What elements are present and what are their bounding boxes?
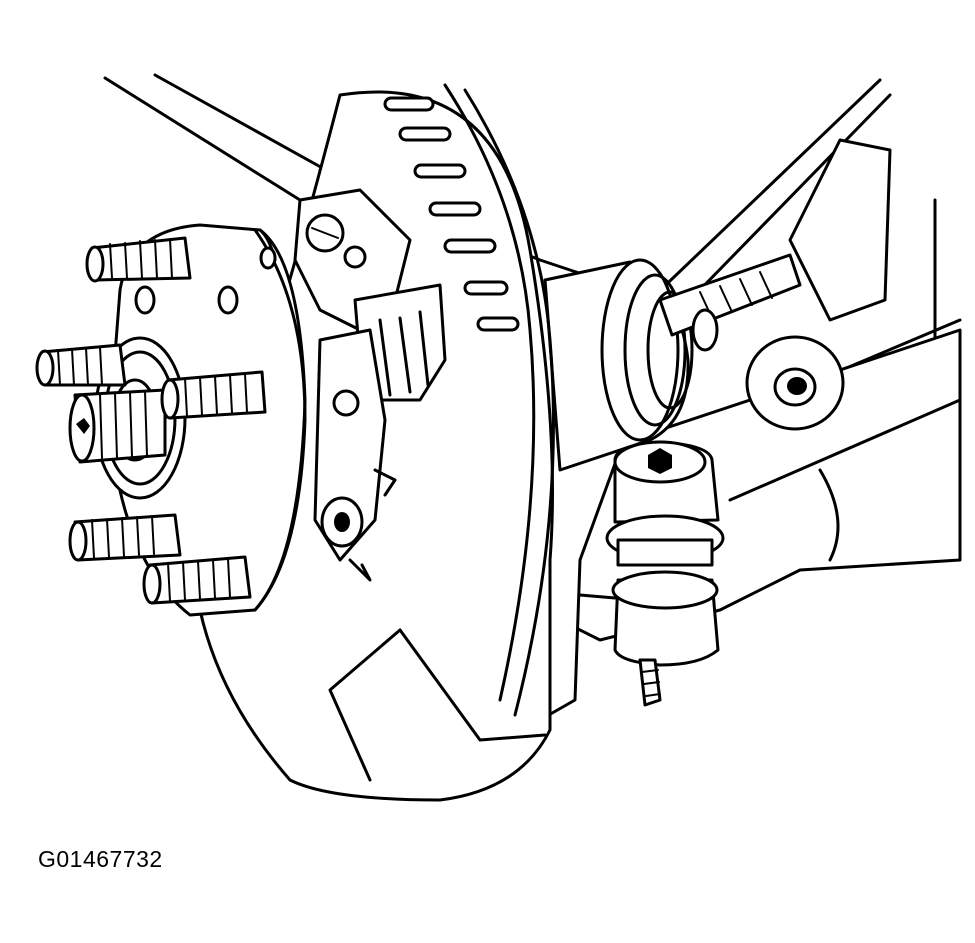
- caliper-bracket: [293, 188, 447, 582]
- wheel-stud-center: [68, 388, 167, 464]
- lower-bracket-line: [578, 593, 617, 600]
- wheel-studs: [35, 236, 267, 605]
- wheel-stud-top: [85, 236, 192, 283]
- drive-axle-boot: [543, 253, 802, 472]
- rotor-vent-slots: [383, 96, 520, 332]
- wheel-stud-bottom: [142, 555, 252, 605]
- figure-id-label: G01467732: [38, 846, 163, 872]
- wheel-stud-right: [160, 370, 267, 420]
- upper-frame-members: [103, 73, 962, 432]
- wheel-stud-lower-left: [68, 513, 182, 562]
- stabilizer-link: [605, 440, 725, 707]
- wheel-stud-left: [35, 343, 127, 387]
